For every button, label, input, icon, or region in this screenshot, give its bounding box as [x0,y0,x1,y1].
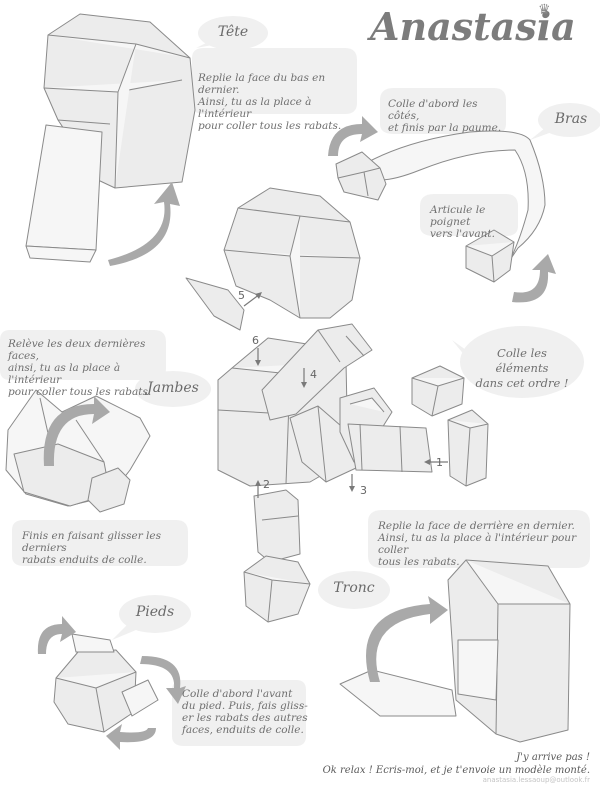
label-pieds: Pieds [135,604,175,620]
instruction-order: Colle les éléments dans cet ordre ! [470,346,574,391]
text-line: Relève les deux dernières faces, [8,338,146,362]
text-line: dans cet ordre ! [475,376,569,390]
head-fold-arrow [108,182,180,266]
central-cuff [347,423,433,473]
step-arrow-3 [349,474,355,492]
text-line: Colle les éléments [495,346,549,375]
step-number-3: 3 [360,484,367,497]
head-piece [25,13,196,263]
text-line: rabats enduits de colle. [22,554,147,566]
text-line: Finis en faisant glisser les derniers [22,530,162,554]
wrist-arrow [512,254,556,303]
text-line: tous les rabats. [378,556,460,568]
step-arrow-2 [255,480,261,498]
footer-answer: Ok relax ! Ecris-moi, et je t'envoie un … [322,765,590,776]
text-line: Ainsi, tu as la place à l'intérieur pour… [378,532,577,556]
label-jambes: Jambes [147,380,199,396]
arm-wrist-piece [465,229,515,283]
step-arrow-4 [301,368,307,388]
page-title: Anastasia [370,4,576,49]
label-tronc: Tronc [333,580,375,596]
text-line: Colle d'abord l'avant [182,688,293,700]
step-arrow-1 [424,459,448,465]
text-line: du pied. Puis, fais gliss- [182,700,308,712]
label-bras: Bras [554,111,588,127]
bubble-jambes-bottom [12,520,188,566]
feet-arrow-left [37,616,76,654]
text-line: et finis par la paume. [388,122,502,134]
arm-outline [367,130,546,261]
bubble-pieds [112,595,191,640]
trunk-fold-arrow [366,596,448,682]
legs-piece [5,389,151,513]
bubble-tronc-text [368,510,590,568]
trunk-piece [339,559,571,743]
central-arm-block [411,365,465,417]
step-number-4: 4 [310,368,317,381]
instruction-pieds: Colle d'abord l'avant du pied. Puis, fai… [182,688,308,736]
instruction-tete: Replie la face du bas en dernier. Ainsi,… [198,72,358,132]
step-arrow-6 [255,348,261,366]
bubble-order [452,326,584,398]
instruction-jambes-bottom: Finis en faisant glisser les derniers ra… [22,530,192,566]
text-line: faces, enduits de colle. [182,724,304,736]
instruction-bras-top: Colle d'abord les côtés, et finis par la… [388,98,508,134]
text-line: pour coller tous les rabats. [198,120,342,132]
step-number-2: 2 [263,478,270,491]
central-leg [243,489,311,623]
text-line: vers l'avant. [430,228,495,240]
arm-hand-piece [335,151,387,201]
text-line: Replie la face du bas en dernier. [198,72,326,96]
bubble-tete [196,16,268,50]
bubble-bras-top [380,88,506,134]
central-ear [185,277,245,331]
instruction-jambes-top: Relève les deux dernières faces, ainsi, … [8,338,173,398]
credit-email: anastasia.lessaoup@outlook.fr [482,776,590,784]
bubble-tronc [318,571,390,609]
footer-question: J'y arrive pas ! [516,752,590,763]
central-side-block [447,409,489,487]
step-number-6: 6 [252,334,259,347]
feet-arrow-bottom [106,724,156,750]
step-number-5: 5 [238,289,245,302]
arm-fold-arrow [328,116,378,156]
feet-arrow-right [140,656,186,704]
text-line: Articule le poignet [430,204,486,228]
bubble-jambes-top [0,330,166,380]
central-head [223,187,361,319]
bubble-jambes [135,371,211,407]
text-line: er les rabats des autres [182,712,308,724]
step-number-1: 1 [436,456,443,469]
text-line: pour coller tous les rabats. [8,386,152,398]
central-upper-arm [261,323,373,421]
label-tete: Tête [217,24,249,40]
text-line: ainsi, tu as la place à l'intérieur [8,362,121,386]
instruction-tronc: Replie la face de derrière en dernier. A… [378,520,593,568]
bubble-bras-wrist [420,194,518,236]
step-arrow-5 [243,292,262,307]
text-line: Ainsi, tu as la place à l'intérieur [198,96,312,120]
bubble-bras [530,103,600,140]
text-line: Replie la face de derrière en dernier. [378,520,575,532]
legs-fold-arrow [43,396,110,466]
bubble-pieds-text [172,680,306,746]
bubble-tete-text [192,48,357,114]
text-line: Colle d'abord les côtés, [388,98,478,122]
instruction-bras-wrist: Articule le poignet vers l'avant. [430,204,520,240]
feet-piece [53,633,159,733]
crown-icon: ♛ [538,2,551,18]
